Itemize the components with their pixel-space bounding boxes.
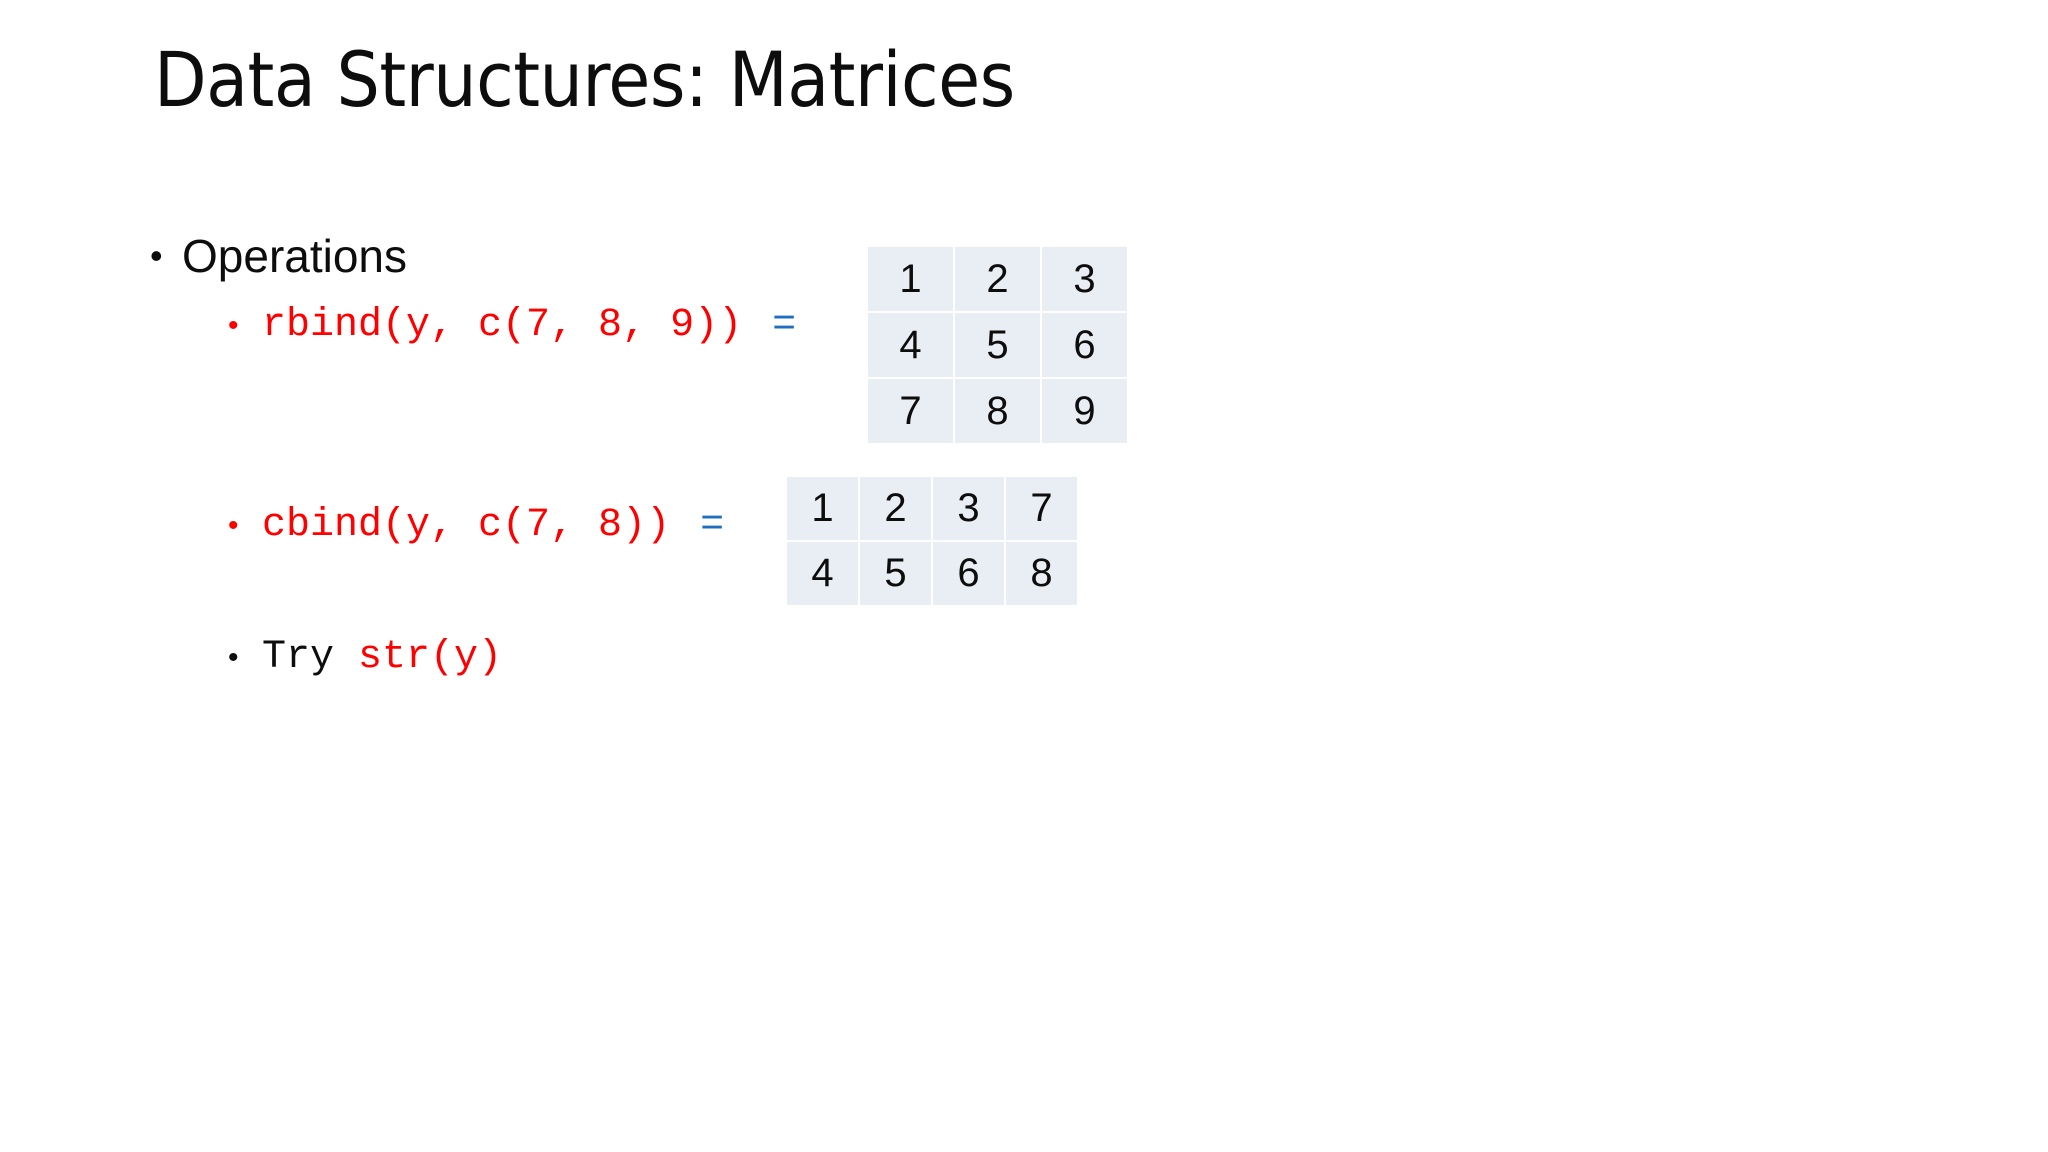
list-item-try-str: • Try str(y): [228, 632, 502, 684]
page-title: Data Structures: Matrices: [154, 35, 1015, 124]
bullet-dot-icon: •: [228, 641, 239, 674]
bullet-dot-icon: •: [228, 509, 239, 542]
matrix-cell: 5: [955, 313, 1040, 377]
matrix-cell: 3: [933, 477, 1004, 540]
code-cbind: cbind(y, c(7, 8)): [262, 503, 671, 548]
bullet-dot-icon: •: [228, 309, 239, 342]
matrix-cell: 2: [955, 247, 1040, 311]
matrix-cell: 6: [933, 542, 1004, 605]
code-try-prefix: Try: [262, 635, 335, 680]
matrix-cell: 7: [1006, 477, 1077, 540]
list-item-cbind: • cbind(y, c(7, 8)) =: [228, 500, 724, 552]
matrix-cell: 2: [860, 477, 931, 540]
list-item-label: Operations: [182, 230, 408, 282]
code-str: str(y): [358, 635, 503, 680]
code-rbind: rbind(y, c(7, 8, 9)): [262, 303, 743, 348]
list-item-rbind: • rbind(y, c(7, 8, 9)) =: [228, 300, 796, 352]
matrix-cell: 6: [1042, 313, 1127, 377]
matrix-cell: 4: [787, 542, 858, 605]
matrix-cell: 8: [955, 379, 1040, 443]
matrix-cell: 8: [1006, 542, 1077, 605]
equals-sign-cbind: =: [700, 503, 725, 548]
equals-sign-rbind: =: [772, 303, 797, 348]
matrix-cell: 1: [787, 477, 858, 540]
bullet-dot-icon: •: [150, 235, 163, 276]
matrix-cell: 7: [868, 379, 953, 443]
matrix-cell: 3: [1042, 247, 1127, 311]
matrix-cell: 9: [1042, 379, 1127, 443]
matrix-cell: 4: [868, 313, 953, 377]
matrix-cell: 1: [868, 247, 953, 311]
list-item-operations: • Operations: [150, 228, 407, 284]
matrix-cell: 5: [860, 542, 931, 605]
